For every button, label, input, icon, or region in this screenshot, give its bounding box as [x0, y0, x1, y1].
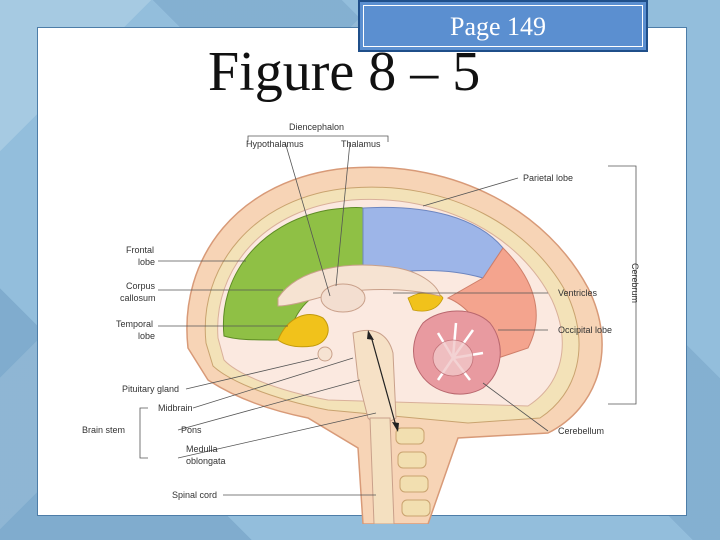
label-hypothalamus: Hypothalamus [246, 139, 304, 149]
brain-diagram: Diencephalon Hypothalamus Thalamus Parie… [82, 122, 640, 524]
label-medulla-1: Medulla [186, 444, 218, 454]
spinal-cord-shape [369, 417, 395, 524]
vertebra [401, 499, 431, 517]
label-pons: Pons [181, 425, 202, 435]
label-corpus-callosum-2: callosum [120, 293, 156, 303]
label-occipital-lobe: Occipital lobe [558, 325, 612, 335]
label-brain-stem: Brain stem [82, 425, 125, 435]
brainstem-arrow [370, 335, 397, 427]
label-pituitary-gland: Pituitary gland [122, 384, 179, 394]
frontal-lobe [222, 207, 364, 341]
label-spinal-cord: Spinal cord [172, 490, 217, 500]
label-medulla-2: oblongata [186, 456, 226, 466]
vertebra [399, 475, 429, 493]
page-number: Page 149 [450, 12, 547, 41]
vertebra [397, 451, 427, 469]
temporal-lobe [277, 314, 329, 348]
label-frontal-lobe-1: Frontal [126, 245, 154, 255]
label-parietal-lobe: Parietal lobe [523, 173, 573, 183]
arrow-head-top [367, 330, 374, 340]
label-diencephalon: Diencephalon [289, 122, 344, 132]
label-cerebrum: Cerebrum [630, 263, 640, 303]
label-corpus-callosum-1: Corpus [126, 281, 156, 291]
page-number-box-border [363, 5, 643, 47]
label-temporal-lobe-2: lobe [138, 331, 155, 341]
arrow-head-bottom [392, 422, 399, 432]
thalamus [320, 283, 366, 313]
pituitary [317, 346, 333, 362]
cerebellum-core [432, 339, 474, 377]
vertebra [395, 427, 425, 445]
label-frontal-lobe-2: lobe [138, 257, 155, 267]
label-ventricles: Ventricles [558, 288, 598, 298]
label-cerebellum: Cerebellum [558, 426, 604, 436]
figure-title: Figure 8 – 5 [208, 41, 481, 103]
label-thalamus: Thalamus [341, 139, 381, 149]
label-temporal-lobe-1: Temporal [116, 319, 153, 329]
page-number-box: Page 149 [358, 0, 648, 52]
corpus-callosum [277, 264, 441, 307]
label-midbrain: Midbrain [158, 403, 193, 413]
